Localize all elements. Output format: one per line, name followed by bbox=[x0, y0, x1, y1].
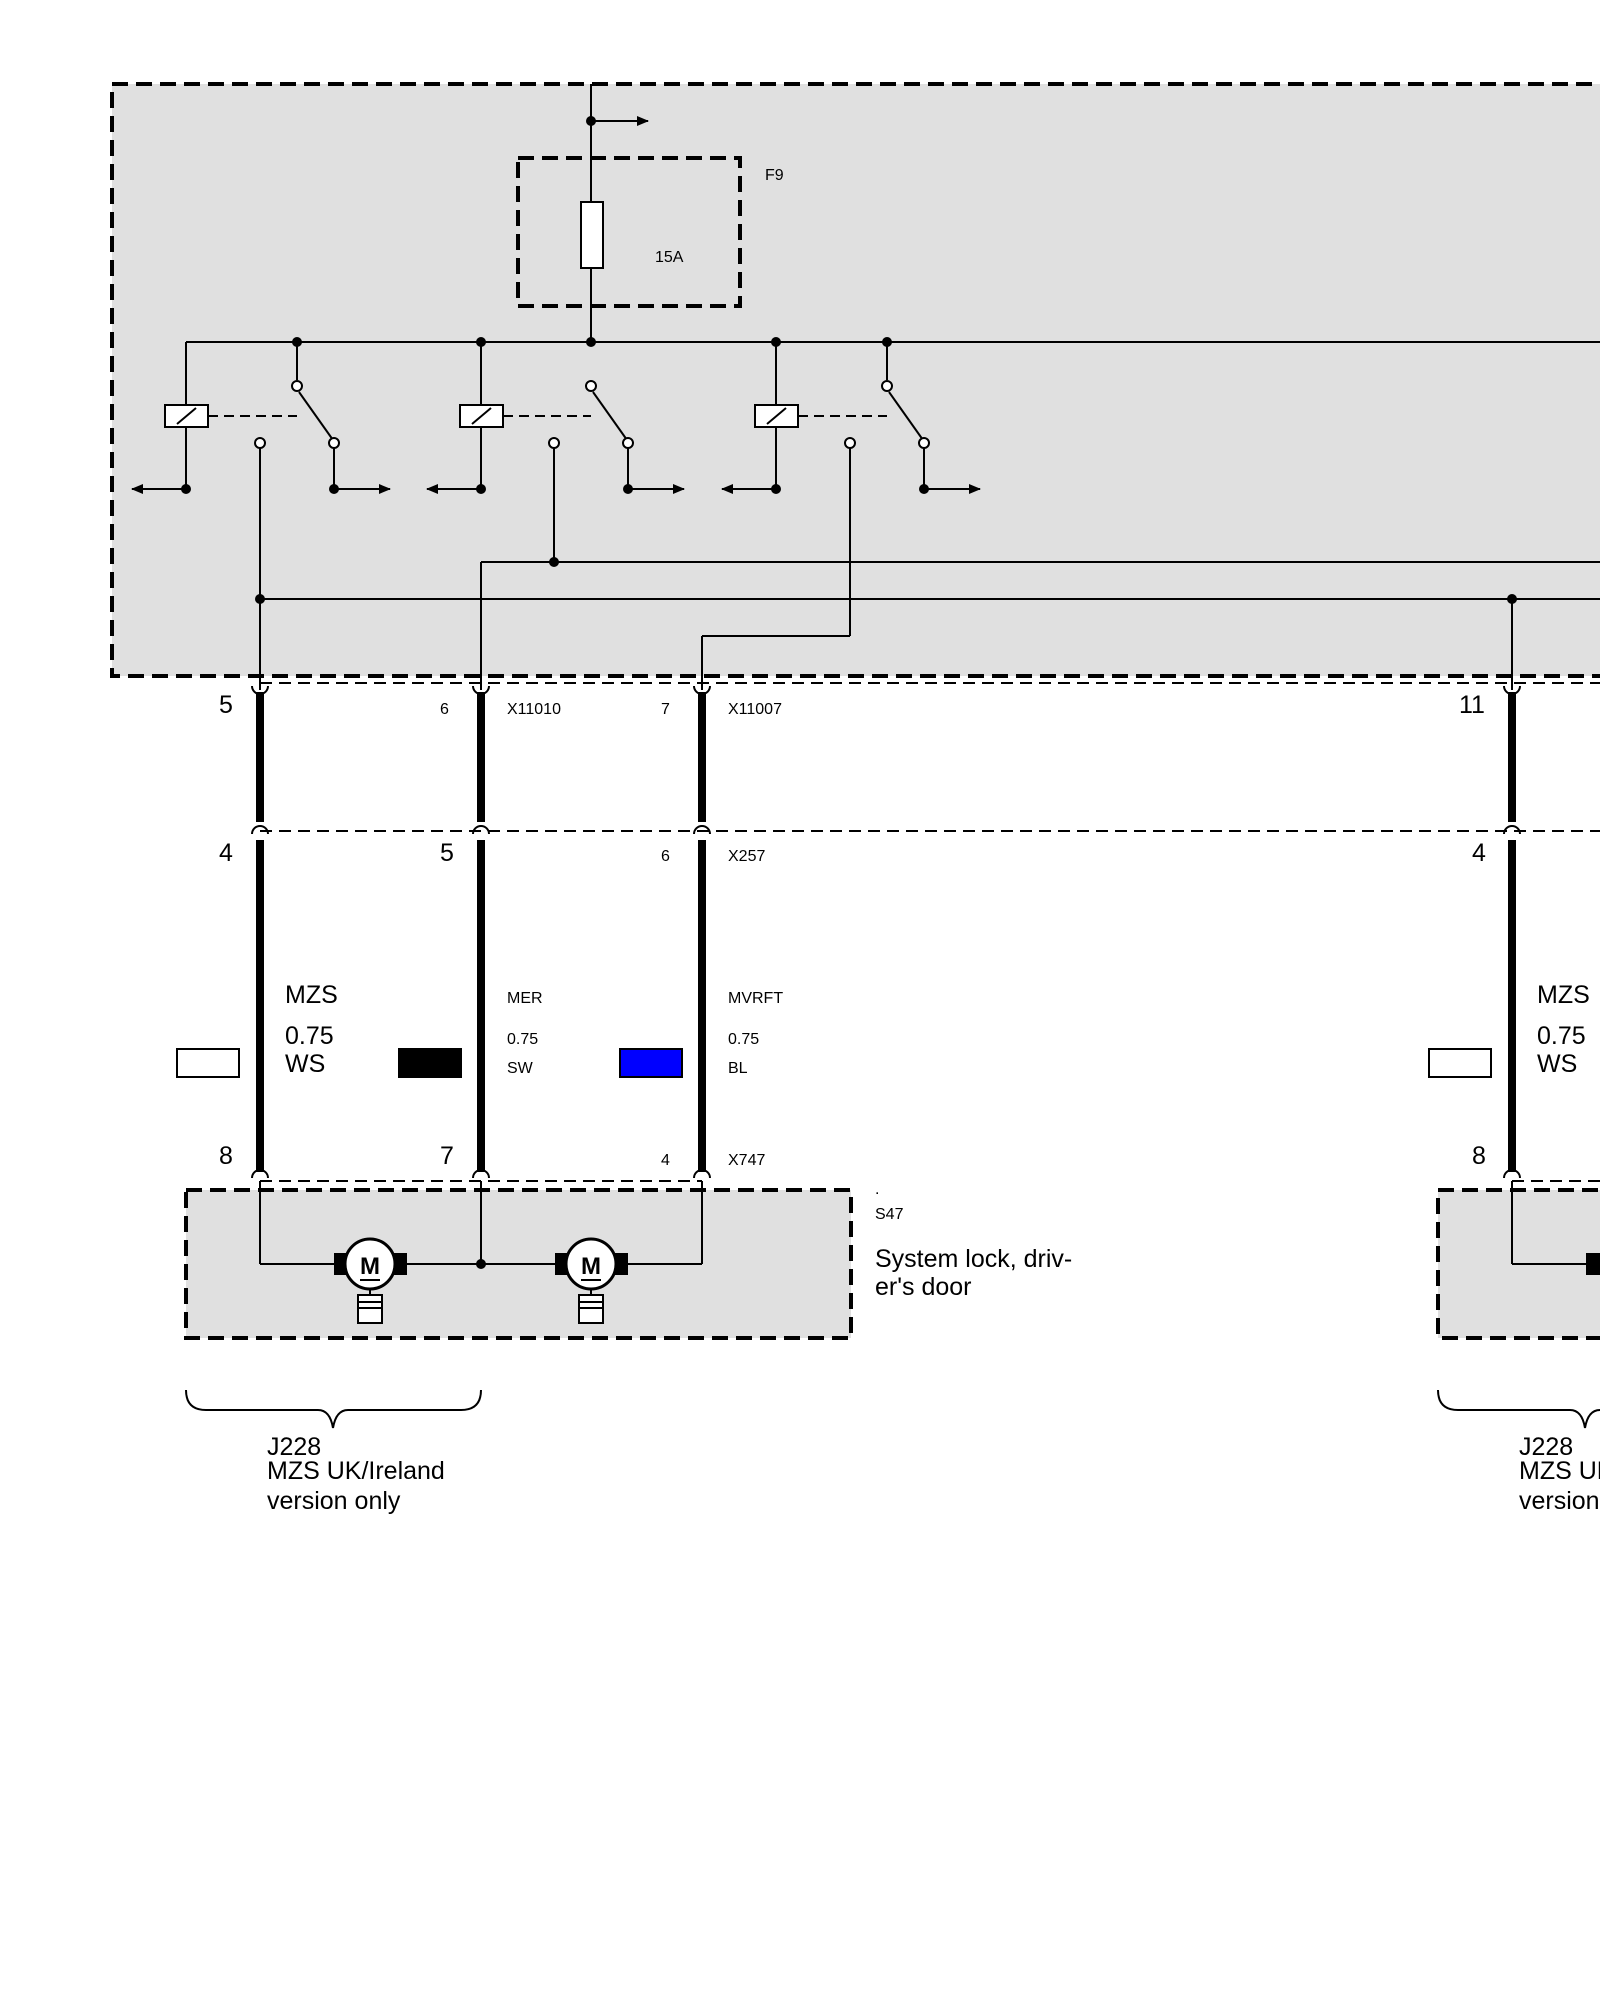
pin-lower-2: 7 bbox=[440, 1142, 454, 1170]
motor-2: M bbox=[555, 1237, 628, 1324]
brace-left-line3: version only bbox=[267, 1487, 401, 1515]
brace-right-line1: J228 bbox=[1519, 1433, 1573, 1461]
pin-upper-2: 6 bbox=[440, 701, 449, 718]
pin-upper-3: 7 bbox=[661, 701, 670, 718]
relay-2 bbox=[426, 342, 685, 494]
relay-1 bbox=[131, 342, 391, 494]
brace-right-line3: version only bbox=[1519, 1487, 1600, 1515]
wire-size: 0.75 bbox=[285, 1022, 334, 1050]
motor-label: M bbox=[360, 1253, 380, 1280]
relay-3 bbox=[721, 342, 981, 494]
pin-upper-4: 11 bbox=[1459, 691, 1485, 719]
connector-lines bbox=[260, 682, 1600, 1182]
wire-color-swatch bbox=[619, 1048, 683, 1078]
door-lock-component: M M . S47 System lock, driv- er's door bbox=[184, 1181, 1072, 1340]
pin-middle-3: 6 bbox=[661, 848, 670, 865]
brace-left: J228 MZS UK/Ireland version only bbox=[185, 1389, 482, 1515]
wire-color: WS bbox=[285, 1050, 325, 1078]
control-unit bbox=[110, 82, 1600, 678]
motor-label: M bbox=[581, 1253, 601, 1280]
wire-color: WS bbox=[1537, 1050, 1577, 1078]
pin-middle-1: 4 bbox=[219, 839, 233, 867]
pin-middle-4: 4 bbox=[1472, 839, 1486, 867]
wire-size: 0.75 bbox=[1537, 1022, 1586, 1050]
wire-color-swatch bbox=[176, 1048, 240, 1078]
connector-x11010: X11010 bbox=[507, 701, 561, 718]
component-name-line2: er's door bbox=[875, 1273, 971, 1301]
component-dot: . bbox=[875, 1181, 879, 1198]
wire-code: MER bbox=[507, 990, 543, 1007]
wire-label-2: MER 0.75 SW bbox=[398, 990, 543, 1078]
wire-label-3: MVRFT 0.75 BL bbox=[619, 990, 783, 1078]
connector-ids: X11010 X11007 X257 X747 bbox=[507, 701, 782, 1169]
connector-x257: X257 bbox=[728, 848, 765, 865]
wire-size: 0.75 bbox=[728, 1031, 759, 1048]
connector-x747: X747 bbox=[728, 1152, 765, 1169]
pin-middle-2: 5 bbox=[440, 839, 454, 867]
wire-color: BL bbox=[728, 1060, 748, 1077]
wire-code: MVRFT bbox=[728, 990, 783, 1007]
wire-code: MZS bbox=[285, 981, 338, 1009]
component-id: S47 bbox=[875, 1206, 904, 1223]
wire-color-swatch bbox=[398, 1048, 462, 1078]
pin-lower-4: 8 bbox=[1472, 1142, 1486, 1170]
wire-color: SW bbox=[507, 1060, 534, 1077]
pin-lower-1: 8 bbox=[219, 1142, 233, 1170]
fuse-id: F9 bbox=[765, 167, 784, 184]
brace-left-line1: J228 bbox=[267, 1433, 321, 1461]
harness-wires bbox=[251, 685, 1521, 1179]
pin-numbers: 5 6 7 11 4 5 6 4 8 7 4 8 bbox=[219, 691, 1486, 1170]
connector-x11007: X11007 bbox=[728, 701, 782, 718]
fuse-rating: 15A bbox=[655, 249, 684, 266]
internal-wiring bbox=[255, 448, 1600, 690]
motor-1: M bbox=[334, 1237, 407, 1324]
pin-upper-1: 5 bbox=[219, 691, 233, 719]
wire-label-1: MZS 0.75 WS bbox=[176, 981, 338, 1078]
wire-color-swatch bbox=[1428, 1048, 1492, 1078]
fuse-f9: F9 15A bbox=[516, 84, 784, 342]
wire-size: 0.75 bbox=[507, 1031, 538, 1048]
pin-lower-3: 4 bbox=[661, 1152, 670, 1169]
brace-right-line2: MZS UK/Ireland bbox=[1519, 1457, 1600, 1485]
wire-label-4: MZS 0.75 WS bbox=[1428, 981, 1590, 1078]
wire-code: MZS bbox=[1537, 981, 1590, 1009]
component-name-line1: System lock, driv- bbox=[875, 1245, 1072, 1273]
brace-right: J228 MZS UK/Ireland version only bbox=[1437, 1389, 1600, 1515]
brace-left-line2: MZS UK/Ireland bbox=[267, 1457, 445, 1485]
door-lock-component-right bbox=[1436, 1181, 1600, 1340]
